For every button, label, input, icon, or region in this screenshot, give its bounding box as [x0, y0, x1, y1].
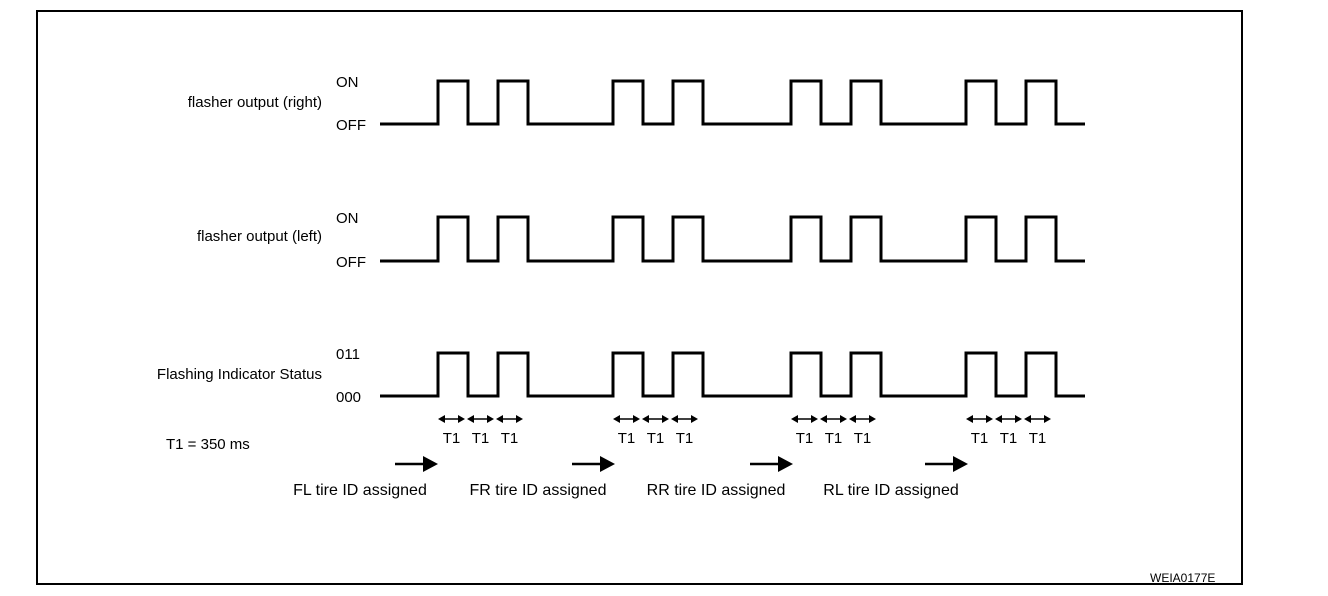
level-high-label: 011: [336, 346, 360, 363]
figure-code: WEIA0177E: [1150, 571, 1215, 585]
timing-arrow: [671, 415, 698, 423]
timing-arrow: [820, 415, 847, 423]
event-label: RL tire ID assigned: [823, 482, 958, 499]
timing-arrow: [467, 415, 494, 423]
level-high-label: ON: [336, 210, 359, 227]
timing-label: T1: [1029, 430, 1047, 447]
level-low-label: OFF: [336, 117, 366, 134]
timing-arrow: [1024, 415, 1051, 423]
timing-arrow: [496, 415, 523, 423]
timing-arrow: [966, 415, 993, 423]
event-arrow: [572, 456, 615, 472]
diagram-frame: [36, 10, 1243, 585]
level-low-label: 000: [336, 389, 361, 406]
signal-waveform: [380, 215, 1085, 263]
event-label: RR tire ID assigned: [647, 482, 786, 499]
event-arrow: [395, 456, 438, 472]
level-high-label: ON: [336, 74, 359, 91]
timing-label: T1: [825, 430, 843, 447]
signal-label: Flashing Indicator Status: [157, 366, 322, 383]
timing-label: T1: [501, 430, 519, 447]
timing-arrow: [438, 415, 465, 423]
signal-label: flasher output (left): [197, 228, 322, 245]
event-arrow: [750, 456, 793, 472]
timing-label: T1: [854, 430, 872, 447]
signal-waveform: [380, 79, 1085, 126]
event-arrow: [925, 456, 968, 472]
timing-label: T1: [443, 430, 461, 447]
timing-arrow: [642, 415, 669, 423]
level-low-label: OFF: [336, 254, 366, 271]
timing-label: T1: [618, 430, 636, 447]
timing-arrow: [613, 415, 640, 423]
timing-label: T1: [472, 430, 490, 447]
timing-label: T1: [1000, 430, 1018, 447]
timing-arrow: [995, 415, 1022, 423]
timing-note: T1 = 350 ms: [166, 436, 250, 453]
timing-label: T1: [676, 430, 694, 447]
signal-waveform: [380, 351, 1085, 398]
timing-label: T1: [971, 430, 989, 447]
timing-arrow: [849, 415, 876, 423]
event-label: FR tire ID assigned: [470, 482, 607, 499]
event-label: FL tire ID assigned: [293, 482, 427, 499]
signal-label: flasher output (right): [188, 94, 322, 111]
timing-arrow: [791, 415, 818, 423]
timing-label: T1: [647, 430, 665, 447]
timing-label: T1: [796, 430, 814, 447]
